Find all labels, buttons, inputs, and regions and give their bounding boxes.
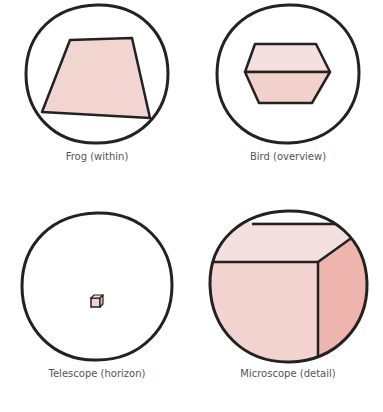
- cube-detail: [200, 222, 383, 400]
- lens-circle: [217, 5, 359, 143]
- trapezoid-shape: [42, 38, 150, 118]
- view-caption: Bird (overview): [203, 151, 373, 162]
- view-caption: Frog (within): [12, 151, 182, 162]
- lens-outline: [210, 211, 367, 362]
- view-caption: Microscope (detail): [203, 368, 373, 379]
- lens-circle: [22, 213, 172, 360]
- tiny-cube-side: [100, 295, 103, 307]
- view-caption: Telescope (horizon): [12, 368, 182, 379]
- cube-top: [245, 44, 330, 72]
- cube-front: [245, 72, 330, 103]
- lens-circle: [26, 5, 168, 143]
- tiny-cube: [91, 298, 100, 307]
